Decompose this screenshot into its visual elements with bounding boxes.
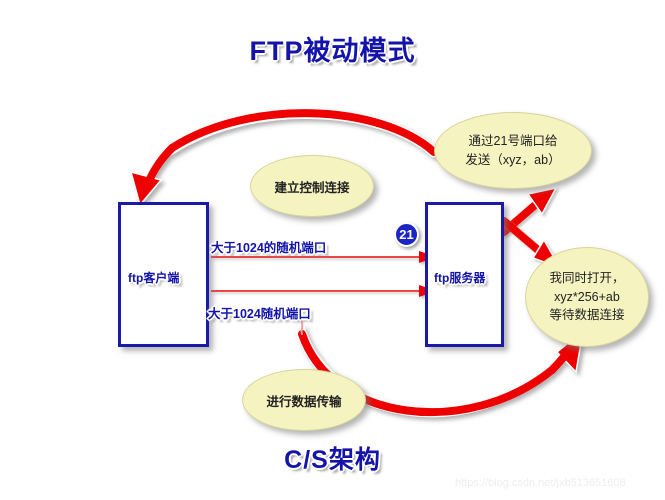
callout-wait-line1: 我同时打开， bbox=[549, 270, 625, 285]
ftp-client-box[interactable] bbox=[118, 202, 209, 347]
callout-control-connection-text: 建立控制连接 bbox=[274, 180, 350, 195]
callout-port21-line1: 通过21号端口给 bbox=[468, 134, 558, 149]
ftp-server-box[interactable] bbox=[425, 202, 504, 347]
port-21-badge: 21 bbox=[394, 222, 419, 247]
arrow-control-connection-curve bbox=[129, 108, 440, 207]
arrow-data-tail bbox=[299, 317, 304, 335]
ftp-client-label: ftp客户端 bbox=[128, 271, 180, 285]
ftp-server-label: ftp服务器 bbox=[434, 271, 486, 285]
callout-wait-data: 我同时打开， xyz*256+ab 等待数据连接 bbox=[525, 247, 649, 347]
callout-control-connection: 建立控制连接 bbox=[250, 155, 374, 217]
page-title: FTP被动模式 bbox=[249, 36, 416, 66]
watermark: https://blog.csdn.net/jxb513651608 bbox=[455, 477, 626, 489]
callout-port21-line2: 发送（xyz，ab） bbox=[465, 152, 561, 167]
connection-label-bottom: 大于1024随机端口 bbox=[208, 307, 311, 321]
callout-wait-line3: 等待数据连接 bbox=[549, 308, 625, 323]
callout-port21-send-text: 通过21号端口给 发送（xyz，ab） bbox=[459, 132, 566, 168]
arrow-client-to-server-bottom bbox=[211, 285, 437, 297]
footer-title: C/S架构 bbox=[284, 446, 381, 474]
callout-wait-line2: xyz*256+ab bbox=[554, 289, 620, 304]
callout-wait-data-text: 我同时打开， xyz*256+ab 等待数据连接 bbox=[543, 269, 630, 325]
callout-port21-send: 通过21号端口给 发送（xyz，ab） bbox=[434, 112, 592, 189]
callout-data-transfer: 进行数据传输 bbox=[242, 369, 366, 431]
callout-data-transfer-text: 进行数据传输 bbox=[266, 394, 342, 409]
connection-label-top: 大于1024的随机端口 bbox=[211, 241, 327, 255]
